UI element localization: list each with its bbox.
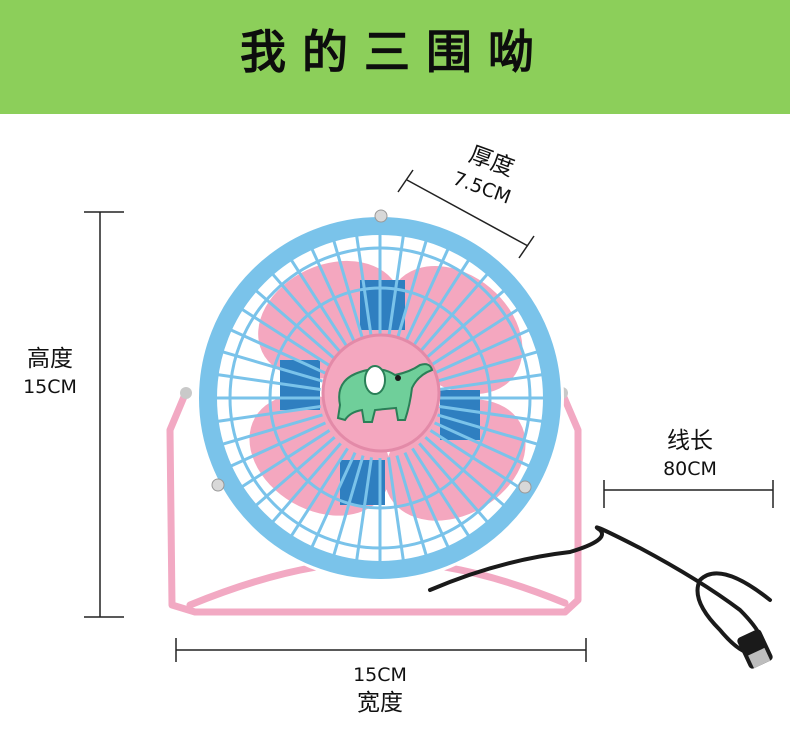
fan-middle-ring: [268, 286, 492, 510]
guard-spoke: [418, 272, 490, 354]
cable-length-title: 线长: [667, 428, 713, 454]
fan-photo: [84, 169, 774, 669]
guard-spoke: [216, 405, 321, 423]
guard-spoke: [221, 413, 323, 446]
guard-spoke: [437, 350, 539, 383]
thickness-tick-left: [397, 169, 414, 193]
fan-outer-ring: [199, 217, 561, 579]
height-value: 15CM: [23, 376, 77, 398]
guard-spoke: [439, 405, 544, 423]
guard-spoke: [254, 436, 336, 508]
ring-screw-bottom-right: [518, 480, 532, 494]
guard-spoke: [411, 258, 471, 349]
guard-spoke: [240, 307, 331, 367]
width-title: 宽度: [357, 690, 403, 716]
height-title: 高度: [27, 346, 73, 372]
guard-spoke: [289, 258, 349, 349]
height-label: 高度 15CM: [10, 344, 90, 400]
guard-spoke: [395, 239, 428, 341]
guard-spoke: [387, 457, 405, 562]
guard-spoke: [433, 421, 531, 468]
guard-spoke: [437, 413, 539, 446]
width-label: 15CM 宽度: [330, 662, 430, 718]
guard-spoke: [418, 442, 490, 524]
thickness-tick-right: [518, 235, 535, 259]
guard-spoke: [355, 457, 373, 562]
guard-spoke: [395, 455, 428, 557]
ring-screw-bottom-left: [211, 478, 225, 492]
guard-spoke: [270, 272, 342, 354]
guard-spoke: [429, 307, 520, 367]
guard-spoke: [433, 328, 531, 375]
guard-spoke: [240, 429, 331, 489]
guard-spoke: [403, 451, 450, 549]
usb-cable: [428, 525, 773, 669]
guard-spoke: [439, 373, 544, 391]
cable-length-value: 80CM: [663, 458, 717, 480]
guard-spoke: [429, 429, 520, 489]
elephant-icon: [336, 363, 434, 423]
fan-motor-bottom: [340, 460, 385, 505]
guard-spoke: [310, 247, 357, 345]
title-banner: 我的三围呦: [0, 0, 790, 114]
guard-spoke: [403, 247, 450, 345]
guard-spoke: [229, 421, 327, 468]
usb-connector: [748, 647, 771, 669]
cable-length-label: 线长 80CM: [640, 426, 740, 482]
guard-spoke: [332, 239, 365, 341]
guard-spoke: [310, 451, 357, 549]
guard-spoke: [355, 234, 373, 339]
guard-spoke: [254, 288, 336, 360]
fan-guard-spokes: [215, 233, 545, 563]
thickness-dimension-line: [406, 179, 529, 247]
guard-spoke: [332, 455, 365, 557]
guard-spoke: [424, 288, 506, 360]
guard-spoke: [221, 350, 323, 383]
stand-screw-left: [180, 387, 192, 399]
guard-spoke: [270, 442, 342, 524]
guard-spoke: [424, 436, 506, 508]
guard-spoke: [411, 447, 471, 538]
guard-spoke: [387, 234, 405, 339]
ring-screw-top: [374, 209, 388, 223]
guard-spoke: [216, 373, 321, 391]
guard-spoke: [289, 447, 349, 538]
fan-inner-ring: [228, 246, 532, 550]
guard-spoke: [229, 328, 327, 375]
width-value: 15CM: [353, 664, 407, 686]
banner-title: 我的三围呦: [240, 25, 550, 79]
